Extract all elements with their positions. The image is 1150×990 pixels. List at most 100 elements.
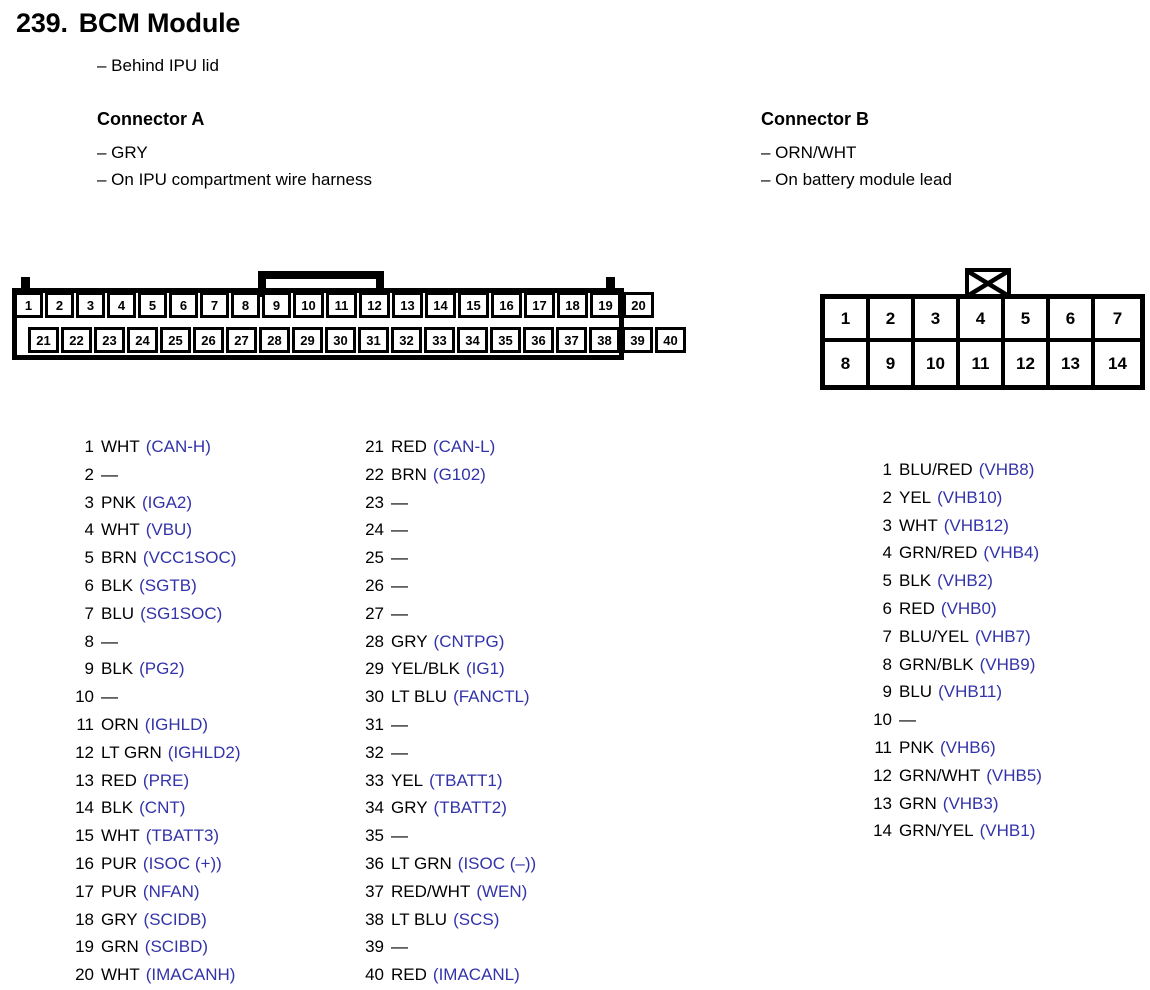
pin-wire-color: BLU [101, 603, 135, 623]
connector-a-pin-cell-26: 26 [193, 327, 224, 353]
connector-b-pin-cell-13: 13 [1050, 342, 1095, 385]
pin-list-item: 21 RED (CAN-L) [360, 433, 536, 461]
pin-number: 9 [882, 682, 892, 702]
page-title-text: BCM Module [78, 8, 241, 38]
pin-number: 7 [84, 603, 94, 623]
pin-signal-name: (CAN-L) [432, 437, 496, 456]
connector-a-pin-cell-9: 9 [262, 292, 291, 318]
pin-number: 18 [75, 909, 94, 929]
pin-number: 37 [365, 881, 384, 901]
connector-b-pin-cell-2: 2 [870, 299, 915, 342]
pin-signal-name: (SCIDB) [143, 909, 207, 929]
connector-a-pin-cell-25: 25 [160, 327, 191, 353]
connector-a-pin-cell-8: 8 [231, 292, 260, 318]
pin-number: 32 [365, 742, 384, 762]
pin-number: 38 [365, 909, 384, 929]
pin-signal-name: (VHB1) [979, 821, 1036, 841]
connector-a-pin-cell-10: 10 [293, 292, 324, 318]
pin-list-item: 2— [70, 461, 241, 489]
pin-signal-name: (TBATT1) [429, 770, 503, 790]
pin-list-item: 17 PUR(NFAN) [70, 878, 241, 906]
pin-wire-color: BRN [101, 548, 137, 568]
pin-wire-color: BLU/RED [899, 460, 973, 479]
pin-number: 34 [365, 798, 384, 818]
pin-signal-name: (NFAN) [142, 881, 200, 901]
pin-number: 17 [75, 881, 94, 901]
pin-wire-color: GRY [101, 909, 138, 929]
pin-wire-color: GRN [101, 937, 139, 957]
connector-b-color-note: – ORN/WHT [761, 143, 857, 162]
connector-a-pin-cell-2: 2 [45, 292, 74, 318]
connector-a-pin-cell-30: 30 [325, 327, 356, 353]
connector-a-right-tab-icon [606, 277, 615, 293]
pin-signal-name: (VBU) [145, 520, 192, 540]
pin-empty-dash: — [391, 826, 408, 846]
pin-list-item: 18 GRY(SCIDB) [70, 906, 241, 934]
pin-signal-name: (FANCTL) [453, 687, 530, 707]
connector-b-pin-cell-4: 4 [960, 299, 1005, 342]
pin-signal-name: (VHB9) [979, 654, 1036, 674]
connector-b-pin-cell-3: 3 [915, 299, 960, 342]
pin-wire-color: BLK [101, 575, 134, 595]
pin-wire-color: BLK [101, 798, 134, 818]
pin-list-item: 32— [360, 739, 536, 767]
pin-empty-dash: — [391, 575, 408, 595]
pin-wire-color: BLU/YEL [899, 626, 969, 646]
pin-empty-dash: — [391, 520, 408, 540]
pin-wire-color: BLK [899, 571, 932, 591]
pin-list-item: 24— [360, 516, 536, 544]
pin-signal-name: (VHB11) [938, 682, 1003, 702]
connector-a-pin-cell-13: 13 [392, 292, 423, 318]
pin-number: 12 [75, 742, 94, 762]
pin-number: 13 [873, 793, 892, 813]
pin-wire-color: WHT [899, 515, 938, 535]
pin-signal-name: (PG2) [139, 659, 185, 679]
pin-wire-color: PUR [101, 881, 137, 901]
pin-signal-name: (SCIBD) [144, 937, 209, 957]
pin-list-item: 27 — [360, 600, 536, 628]
pin-number: 15 [75, 826, 94, 846]
connector-a-pin-cell-17: 17 [524, 292, 555, 318]
pin-number: 14 [873, 821, 892, 841]
pin-number: 3 [84, 492, 94, 512]
pin-empty-dash: — [391, 603, 408, 623]
pin-signal-name: (SCS) [453, 909, 500, 929]
pin-wire-color: RED [101, 770, 137, 790]
pin-signal-name: (VHB4) [983, 543, 1040, 563]
pin-wire-color: YEL [899, 487, 932, 507]
pin-number: 2 [882, 487, 892, 507]
pin-signal-name: (TBATT2) [433, 798, 507, 818]
connector-a-pin-cell-34: 34 [457, 327, 488, 353]
pin-number: 21 [365, 437, 384, 456]
connector-a-pin-cell-29: 29 [292, 327, 323, 353]
pin-signal-name: (ISOC (–)) [457, 853, 537, 873]
connector-a-pin-cell-19: 19 [590, 292, 621, 318]
pin-number: 27 [365, 603, 384, 623]
pin-number: 4 [882, 543, 892, 563]
pin-wire-color: BLU [899, 682, 933, 702]
connector-b-pin-cell-12: 12 [1005, 342, 1050, 385]
pin-signal-name: (VHB10) [937, 487, 1003, 507]
connector-b-pin-cell-9: 9 [870, 342, 915, 385]
pin-wire-color: YEL [391, 770, 424, 790]
connector-a-pin-cell-5: 5 [138, 292, 167, 318]
pin-wire-color: PNK [101, 492, 136, 512]
pin-number: 40 [365, 965, 384, 985]
pin-wire-color: RED [391, 437, 427, 456]
connector-a-pin-cell-14: 14 [425, 292, 456, 318]
connector-a-pin-cell-33: 33 [424, 327, 455, 353]
pin-number: 3 [882, 515, 892, 535]
pin-signal-name: (IGA2) [141, 492, 193, 512]
pin-signal-name: (G102) [432, 464, 486, 484]
pin-wire-color: GRY [391, 631, 428, 651]
pin-empty-dash: — [391, 937, 408, 957]
